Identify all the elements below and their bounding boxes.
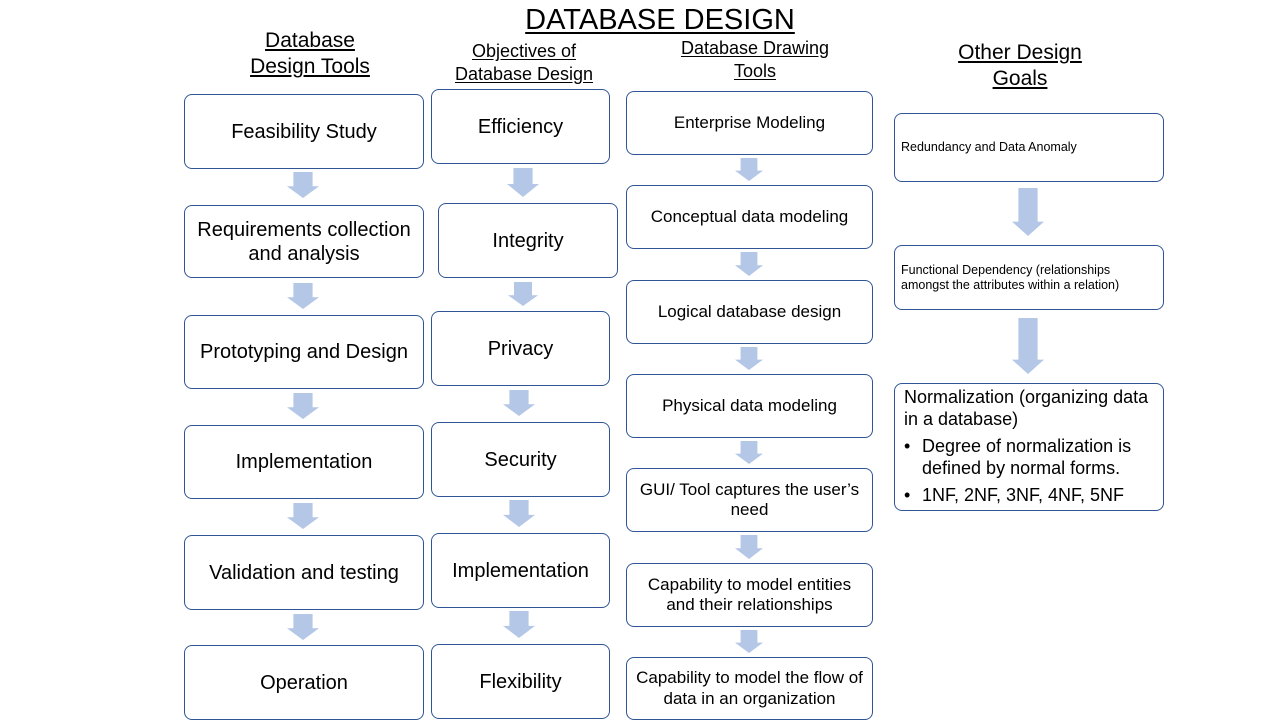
drawing-tool-box: Capability to model entities and their r… xyxy=(626,563,873,627)
objective-box: Privacy xyxy=(431,311,610,386)
design-step-box: Validation and testing xyxy=(184,535,424,610)
down-arrow-icon xyxy=(508,282,538,306)
down-arrow-icon xyxy=(735,252,763,276)
normalization-text: Normalization (organizing data in a data… xyxy=(904,387,1149,429)
normalization-bullet: Degree of normalization is defined by no… xyxy=(904,436,1155,479)
objective-box: Flexibility xyxy=(431,644,610,719)
down-arrow-icon xyxy=(735,158,763,181)
objective-box: Security xyxy=(431,422,610,497)
drawing-tool-box: Conceptual data modeling xyxy=(626,185,873,249)
drawing-tool-box: Physical data modeling xyxy=(626,374,873,438)
down-arrow-icon xyxy=(287,614,319,640)
design-goal-box: Redundancy and Data Anomaly xyxy=(894,113,1164,182)
drawing-tool-box: GUI/ Tool captures the user’s need xyxy=(626,468,873,532)
down-arrow-icon xyxy=(503,500,535,527)
objective-box: Implementation xyxy=(431,533,610,608)
down-arrow-icon xyxy=(1012,318,1044,374)
down-arrow-icon xyxy=(287,393,319,419)
drawing-tool-box: Capability to model the flow of data in … xyxy=(626,657,873,720)
design-step-box: Operation xyxy=(184,645,424,720)
objective-box: Integrity xyxy=(438,203,618,278)
normalization-bullet: 1NF, 2NF, 3NF, 4NF, 5NF xyxy=(904,485,1155,507)
down-arrow-icon xyxy=(735,630,763,653)
design-step-box: Prototyping and Design xyxy=(184,315,424,389)
design-step-box: Implementation xyxy=(184,425,424,499)
column-heading-drawing-tools: Database Drawing Tools xyxy=(680,38,830,81)
down-arrow-icon xyxy=(735,347,763,370)
drawing-tool-box: Logical database design xyxy=(626,280,873,344)
down-arrow-icon xyxy=(287,172,319,198)
down-arrow-icon xyxy=(287,503,319,529)
normalization-box: Normalization (organizing data in a data… xyxy=(894,383,1164,511)
down-arrow-icon xyxy=(1012,188,1044,236)
down-arrow-icon xyxy=(507,168,539,197)
down-arrow-icon xyxy=(287,283,319,309)
design-goal-box: Functional Dependency (relationships amo… xyxy=(894,245,1164,310)
down-arrow-icon xyxy=(735,441,763,464)
diagram-title: DATABASE DESIGN xyxy=(525,4,795,36)
drawing-tool-box: Enterprise Modeling xyxy=(626,91,873,155)
down-arrow-icon xyxy=(735,535,763,559)
column-heading-design-tools: Database Design Tools xyxy=(250,29,370,79)
down-arrow-icon xyxy=(503,390,535,416)
column-heading-other-goals: Other Design Goals xyxy=(958,41,1082,91)
column-heading-objectives: Objectives of Database Design xyxy=(454,41,594,84)
design-step-box: Feasibility Study xyxy=(184,94,424,169)
normalization-bullet-list: Degree of normalization is defined by no… xyxy=(904,436,1155,507)
objective-box: Efficiency xyxy=(431,89,610,164)
down-arrow-icon xyxy=(503,611,535,638)
design-step-box: Requirements collection and analysis xyxy=(184,205,424,278)
